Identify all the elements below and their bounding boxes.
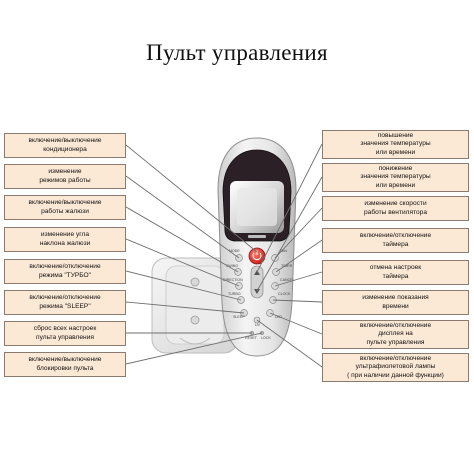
page-title: Пульт управления bbox=[146, 40, 328, 65]
button-caption: FAN bbox=[280, 249, 287, 253]
arrow-down-icon bbox=[254, 289, 260, 294]
label-line: режимов работы bbox=[39, 176, 91, 184]
leader-lines bbox=[125, 143, 323, 368]
power-icon bbox=[252, 252, 262, 261]
label-line: работы вентилятора bbox=[363, 208, 428, 216]
temp-rocker[interactable] bbox=[250, 265, 264, 299]
arrow-up-icon bbox=[254, 270, 260, 275]
label-line: изменение bbox=[48, 168, 82, 176]
label-line: таймера bbox=[382, 272, 409, 280]
label-line: или времени bbox=[375, 148, 416, 156]
label-line: работы жалюзи bbox=[41, 207, 89, 215]
leader-line bbox=[275, 239, 323, 273]
label-line: включение/выключение bbox=[28, 356, 102, 364]
leader-line bbox=[125, 175, 240, 259]
button-caption: UV bbox=[255, 323, 261, 327]
screw-hole-icon bbox=[190, 315, 200, 325]
button-caption: TURBO bbox=[228, 292, 241, 296]
label-line: повышение bbox=[377, 132, 414, 140]
label-line: пульта управления bbox=[36, 333, 94, 341]
button-caption: SLEEP bbox=[233, 315, 245, 319]
button-caption: TIMER bbox=[281, 264, 293, 268]
button-caption: DIRECTION bbox=[223, 278, 243, 282]
remote-buttons: MODE FAN SWING TIMER DIRECTION CANCEL TU… bbox=[223, 247, 295, 340]
label-line: ультрафиолетовой лампы bbox=[355, 363, 436, 371]
leader-line bbox=[274, 207, 323, 259]
leader-line bbox=[269, 312, 323, 335]
label-line: режима "ТУРБО" bbox=[38, 271, 92, 279]
screw-hole-icon bbox=[190, 277, 200, 287]
label-line: блокировки пульта bbox=[36, 364, 94, 372]
button-caption: RESET bbox=[245, 336, 258, 340]
label-line: включение/отключение bbox=[359, 355, 432, 363]
label-line: или времени bbox=[375, 181, 416, 189]
button-caption: CANCEL bbox=[280, 278, 295, 282]
label-line: включение/отключение bbox=[359, 322, 432, 330]
button-caption: LED bbox=[275, 315, 282, 319]
label-line: включение/отключение bbox=[359, 232, 432, 240]
leader-line bbox=[125, 144, 258, 253]
label-line: включение/выключение bbox=[28, 199, 102, 207]
label-line: времени bbox=[382, 302, 409, 310]
label-line: режима "SLEEP" bbox=[39, 302, 91, 310]
leader-line bbox=[125, 332, 263, 365]
label-line: значения температуры bbox=[360, 140, 431, 148]
label-line: кондиционера bbox=[43, 145, 87, 153]
remote-control bbox=[217, 137, 297, 357]
leader-line bbox=[256, 143, 323, 273]
leader-line bbox=[256, 319, 323, 368]
leader-line bbox=[272, 299, 323, 303]
label-line: ( при наличии данной функции) bbox=[347, 371, 444, 379]
leader-line bbox=[125, 301, 245, 314]
button-caption: MODE bbox=[229, 249, 240, 253]
button-caption: CLOCK bbox=[278, 292, 291, 296]
label-line: изменение угла bbox=[40, 231, 90, 239]
label-line: отмена настроек bbox=[369, 264, 422, 272]
label-line: включение/отключение bbox=[29, 263, 101, 271]
label-line: изменение скорости bbox=[364, 200, 427, 208]
label-line: понижение bbox=[378, 165, 413, 173]
leader-line bbox=[125, 270, 242, 301]
remote-holder bbox=[151, 257, 239, 354]
leader-line bbox=[274, 271, 323, 287]
leader-line bbox=[125, 238, 240, 287]
button-caption: SWING bbox=[226, 264, 238, 268]
leader-line bbox=[256, 176, 323, 292]
label-line: таймера bbox=[382, 240, 409, 248]
button-caption: LOCK bbox=[261, 336, 271, 340]
label-line: изменение показания bbox=[362, 294, 429, 302]
label-line: пульте управления bbox=[366, 338, 425, 346]
label-line: дисплея на bbox=[378, 330, 413, 338]
leader-line bbox=[125, 206, 239, 273]
label-line: значения температуры bbox=[360, 173, 431, 181]
label-line: включение/отключение bbox=[29, 294, 101, 302]
label-line: сброс всех настроек bbox=[33, 325, 97, 333]
label-line: наклона жалюзи bbox=[39, 239, 91, 247]
label-line: включение/выключение bbox=[28, 137, 102, 145]
